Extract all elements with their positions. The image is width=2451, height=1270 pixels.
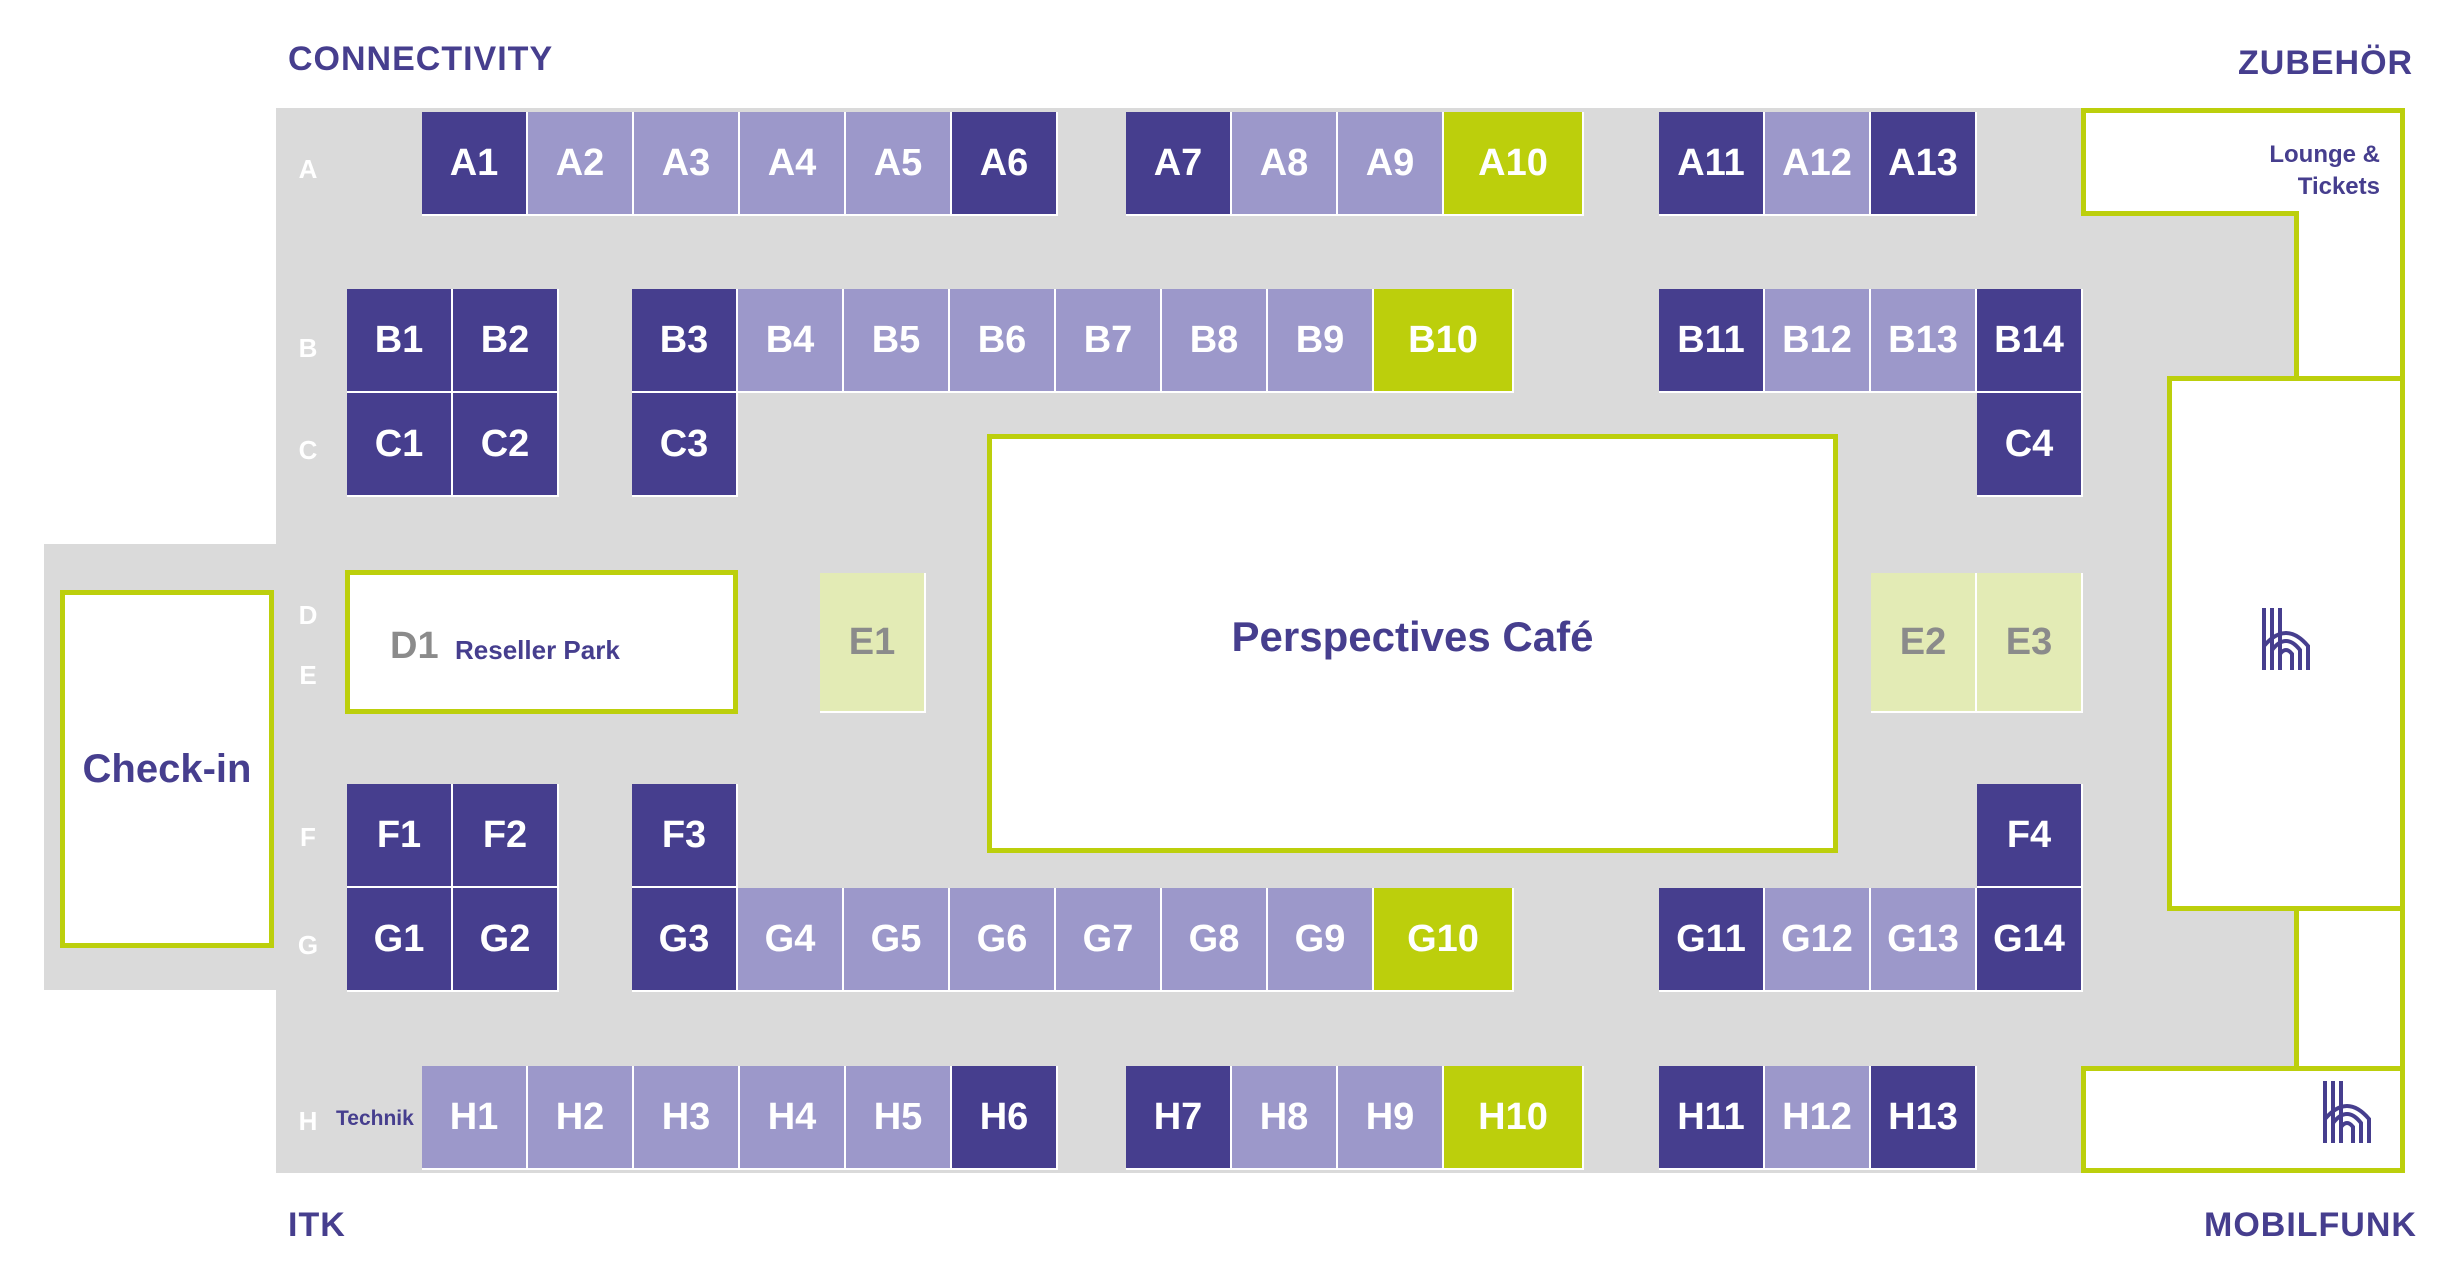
- row-label-f: F: [300, 822, 316, 852]
- perspectives-cafe[interactable]: Perspectives Café: [987, 434, 1838, 853]
- right-corridor-lower: [2294, 906, 2405, 1072]
- booth-h2[interactable]: H2: [528, 1066, 634, 1170]
- row-label-a: A: [298, 154, 318, 184]
- lounge-tickets-area[interactable]: Lounge & Tickets: [2081, 108, 2405, 216]
- zone-label-connectivity: CONNECTIVITY: [288, 40, 554, 78]
- h-logo-icon: [2323, 1081, 2371, 1143]
- booth-b11[interactable]: B11: [1659, 289, 1765, 393]
- booth-h6[interactable]: H6: [952, 1066, 1058, 1170]
- booth-h12[interactable]: H12: [1765, 1066, 1871, 1170]
- booth-f1[interactable]: F1: [347, 784, 453, 888]
- booth-b14[interactable]: B14: [1977, 289, 2083, 393]
- reseller-park[interactable]: D1 Reseller Park: [345, 570, 738, 714]
- booth-a4[interactable]: A4: [740, 112, 846, 216]
- booth-h1[interactable]: H1: [422, 1066, 528, 1170]
- booth-a7[interactable]: A7: [1126, 112, 1232, 216]
- booth-f4[interactable]: F4: [1977, 784, 2083, 888]
- reseller-park-code: D1: [390, 625, 439, 667]
- booth-a9[interactable]: A9: [1338, 112, 1444, 216]
- booth-c2[interactable]: C2: [453, 393, 559, 497]
- booth-e2[interactable]: E2: [1871, 573, 1977, 713]
- booth-a5[interactable]: A5: [846, 112, 952, 216]
- booth-g13[interactable]: G13: [1871, 888, 1977, 992]
- booth-g4[interactable]: G4: [738, 888, 844, 992]
- booth-g9[interactable]: G9: [1268, 888, 1374, 992]
- booth-h8[interactable]: H8: [1232, 1066, 1338, 1170]
- booth-b6[interactable]: B6: [950, 289, 1056, 393]
- booth-b9[interactable]: B9: [1268, 289, 1374, 393]
- booth-a1[interactable]: A1: [422, 112, 528, 216]
- booth-h7[interactable]: H7: [1126, 1066, 1232, 1170]
- row-label-d: D: [298, 600, 318, 630]
- booth-h11[interactable]: H11: [1659, 1066, 1765, 1170]
- booth-e3[interactable]: E3: [1977, 573, 2083, 713]
- booth-h10[interactable]: H10: [1444, 1066, 1584, 1170]
- right-pavilion[interactable]: [2167, 376, 2405, 911]
- booth-g3[interactable]: G3: [632, 888, 738, 992]
- booth-b4[interactable]: B4: [738, 289, 844, 393]
- booth-h4[interactable]: H4: [740, 1066, 846, 1170]
- booth-a13[interactable]: A13: [1871, 112, 1977, 216]
- row-label-c: C: [298, 435, 318, 465]
- booth-a8[interactable]: A8: [1232, 112, 1338, 216]
- booth-g2[interactable]: G2: [453, 888, 559, 992]
- booth-a6[interactable]: A6: [952, 112, 1058, 216]
- booth-h13[interactable]: H13: [1871, 1066, 1977, 1170]
- lounge-tickets-label: Lounge & Tickets: [2269, 141, 2380, 200]
- booth-b2[interactable]: B2: [453, 289, 559, 393]
- booth-b1[interactable]: B1: [347, 289, 453, 393]
- booth-c4[interactable]: C4: [1977, 393, 2083, 497]
- booth-g5[interactable]: G5: [844, 888, 950, 992]
- booth-g14[interactable]: G14: [1977, 888, 2083, 992]
- zone-label-zubehoer: ZUBEHÖR: [2238, 44, 2414, 82]
- booth-g6[interactable]: G6: [950, 888, 1056, 992]
- booth-g11[interactable]: G11: [1659, 888, 1765, 992]
- right-corridor-upper: [2294, 211, 2405, 381]
- booth-h3[interactable]: H3: [634, 1066, 740, 1170]
- zone-label-itk: ITK: [288, 1206, 346, 1244]
- booth-h9[interactable]: H9: [1338, 1066, 1444, 1170]
- row-h-note: Technik: [336, 1107, 414, 1130]
- zone-label-mobilfunk: MOBILFUNK: [2204, 1206, 2417, 1244]
- booth-b10[interactable]: B10: [1374, 289, 1514, 393]
- booth-c3[interactable]: C3: [632, 393, 738, 497]
- booth-g8[interactable]: G8: [1162, 888, 1268, 992]
- lower-right-room[interactable]: [2081, 1066, 2405, 1173]
- booth-g7[interactable]: G7: [1056, 888, 1162, 992]
- row-label-e: E: [299, 660, 317, 690]
- checkin-area[interactable]: Check-in: [60, 590, 274, 948]
- row-label-h: H: [298, 1106, 318, 1136]
- booth-a10[interactable]: A10: [1444, 112, 1584, 216]
- booth-f3[interactable]: F3: [632, 784, 738, 888]
- booth-b8[interactable]: B8: [1162, 289, 1268, 393]
- booth-g10[interactable]: G10: [1374, 888, 1514, 992]
- booth-f2[interactable]: F2: [453, 784, 559, 888]
- booth-b7[interactable]: B7: [1056, 289, 1162, 393]
- booth-c1[interactable]: C1: [347, 393, 453, 497]
- booth-g12[interactable]: G12: [1765, 888, 1871, 992]
- booth-g1[interactable]: G1: [347, 888, 453, 992]
- row-label-g: G: [297, 930, 319, 960]
- booth-b5[interactable]: B5: [844, 289, 950, 393]
- booth-a11[interactable]: A11: [1659, 112, 1765, 216]
- booth-a2[interactable]: A2: [528, 112, 634, 216]
- booth-b3[interactable]: B3: [632, 289, 738, 393]
- booth-b13[interactable]: B13: [1871, 289, 1977, 393]
- booth-b12[interactable]: B12: [1765, 289, 1871, 393]
- booth-h5[interactable]: H5: [846, 1066, 952, 1170]
- reseller-park-label: Reseller Park: [455, 635, 620, 665]
- booth-a12[interactable]: A12: [1765, 112, 1871, 216]
- checkin-label: Check-in: [82, 746, 252, 791]
- booth-a3[interactable]: A3: [634, 112, 740, 216]
- h-logo-icon: [2262, 608, 2310, 670]
- cafe-label: Perspectives Café: [1231, 612, 1594, 660]
- booth-e1[interactable]: E1: [820, 573, 926, 713]
- row-label-b: B: [298, 333, 318, 363]
